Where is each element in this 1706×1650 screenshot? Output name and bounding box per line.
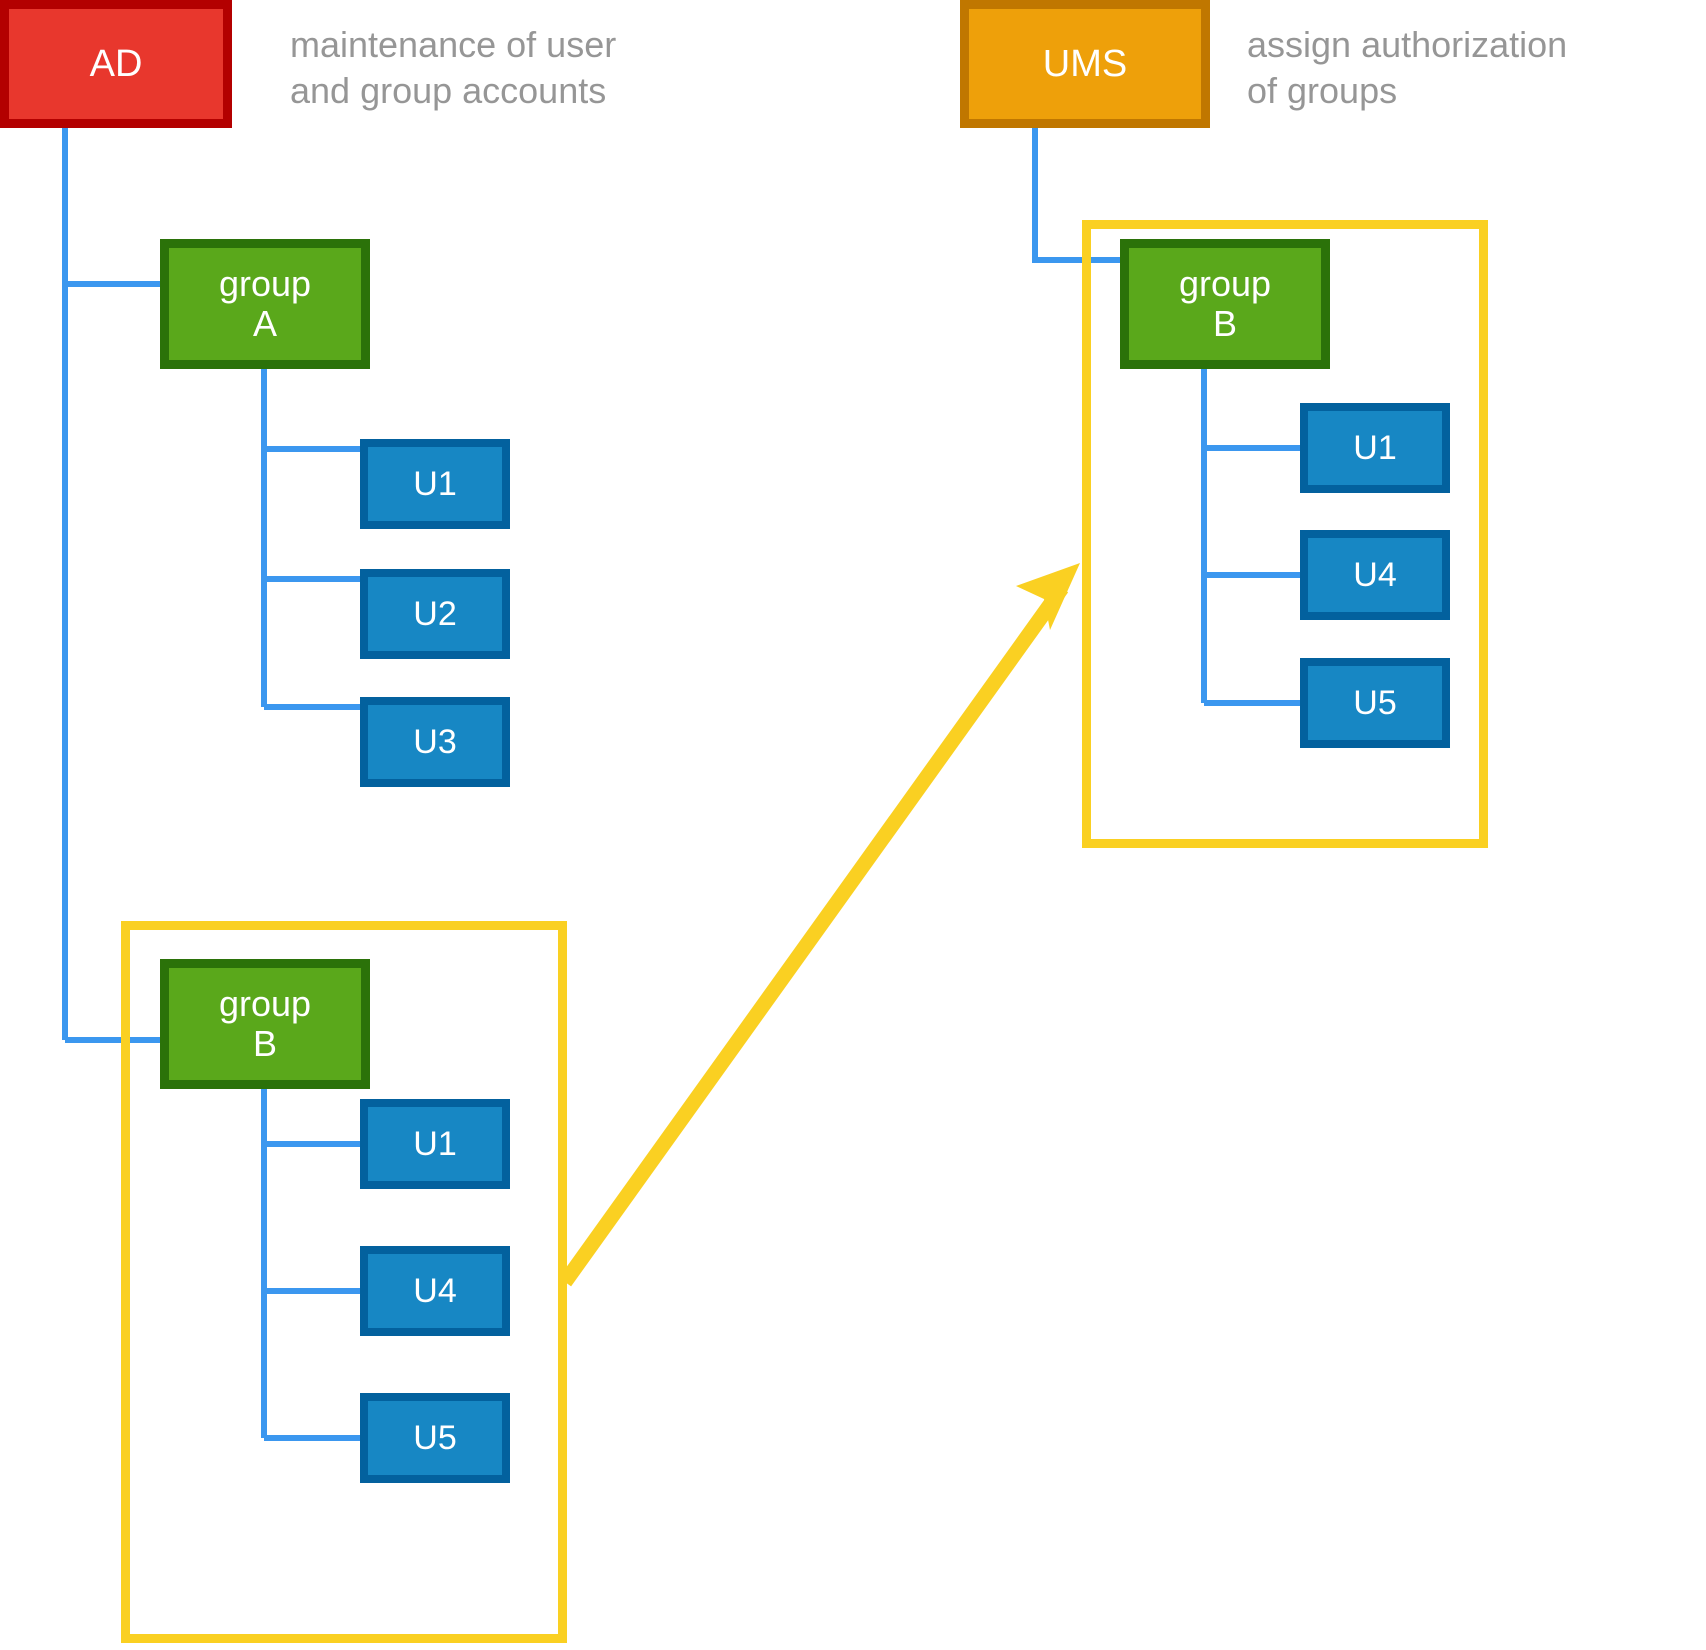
container-group-b-right	[1082, 220, 1488, 848]
node-user-group-a-u1[interactable]: U1	[360, 439, 510, 529]
node-ad[interactable]: AD	[0, 0, 232, 128]
group-b-right-connectors	[1201, 369, 1300, 706]
node-user-group-b-right-u4[interactable]: U4	[1300, 530, 1450, 620]
node-user-group-a-u3[interactable]: U3	[360, 697, 510, 787]
node-group-b-right[interactable]: group B	[1120, 239, 1330, 369]
ums-connectors	[1032, 128, 1120, 263]
node-user-group-b-left-u1[interactable]: U1	[360, 1099, 510, 1189]
ums-to-group-b-line	[1032, 128, 1120, 263]
note-ad: maintenance of user and group accounts	[290, 24, 617, 112]
container-group-b-left	[121, 921, 567, 1643]
group-b-sync-arrow	[558, 563, 1080, 1287]
ad-connectors	[62, 128, 160, 1043]
note-ums: assign authorization of groups	[1247, 24, 1568, 112]
node-ums[interactable]: UMS	[960, 0, 1210, 128]
node-user-group-b-left-u5[interactable]: U5	[360, 1393, 510, 1483]
group-a-connectors	[261, 369, 360, 710]
node-group-a[interactable]: group A	[160, 239, 370, 369]
node-user-group-b-right-u1[interactable]: U1	[1300, 403, 1450, 493]
node-user-group-b-right-u5[interactable]: U5	[1300, 658, 1450, 748]
node-group-b-left[interactable]: group B	[160, 959, 370, 1089]
node-user-group-b-left-u4[interactable]: U4	[360, 1246, 510, 1336]
node-user-group-a-u2[interactable]: U2	[360, 569, 510, 659]
group-b-left-connectors	[261, 1089, 360, 1441]
